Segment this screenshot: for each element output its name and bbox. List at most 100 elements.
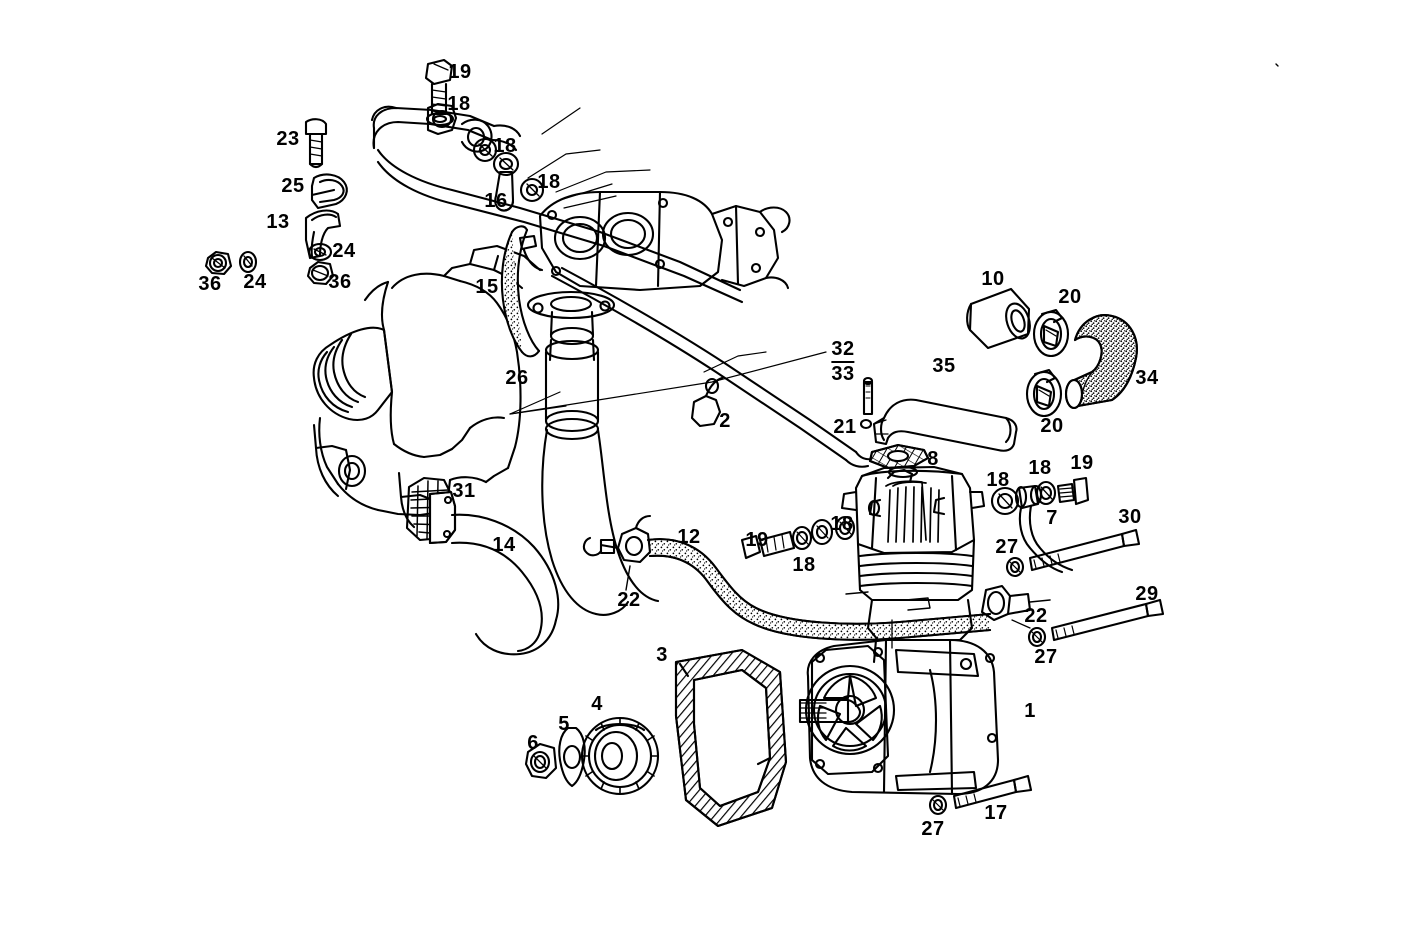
washer-18-a xyxy=(425,111,455,127)
washer-24-small xyxy=(307,242,333,262)
callout-label-26: 26 xyxy=(505,367,529,389)
small-parts-left xyxy=(204,118,348,286)
callout-label-22: 22 xyxy=(617,589,641,611)
intake-manifold xyxy=(518,190,791,292)
fitting-16 xyxy=(494,170,515,212)
callout-label-27: 27 xyxy=(921,818,945,840)
callout-label-20: 20 xyxy=(1058,286,1082,308)
bolt-29 xyxy=(1050,598,1165,642)
bolt-30 xyxy=(1028,528,1141,572)
compressor-housing xyxy=(798,619,1000,796)
callout-label-31: 31 xyxy=(452,480,476,502)
washer-18-b xyxy=(472,137,498,163)
washer-27-c xyxy=(928,794,948,816)
washer-27-b xyxy=(1027,626,1047,648)
callout-label-2: 2 xyxy=(719,410,731,432)
nut-36-right xyxy=(306,260,335,286)
callout-label-5: 5 xyxy=(558,713,570,735)
fitting-22-right xyxy=(980,584,1051,629)
washer-18-j xyxy=(834,515,856,541)
engine-block-illustration xyxy=(312,244,542,545)
callout-label-18: 18 xyxy=(537,171,561,193)
callout-label-27: 27 xyxy=(1034,646,1058,668)
clamp-20-top xyxy=(1032,308,1070,358)
washer-18-e xyxy=(990,486,1020,516)
callout-label-13: 13 xyxy=(266,211,290,233)
bottom-fasteners xyxy=(928,774,1033,816)
callout-label-30: 30 xyxy=(1118,506,1142,528)
tube-assembly-top xyxy=(370,102,874,468)
callout-denominator: 33 xyxy=(831,363,855,385)
callout-label-27: 27 xyxy=(995,536,1019,558)
callout-label-21: 21 xyxy=(833,416,857,438)
callout-label-35: 35 xyxy=(932,355,956,377)
callout-numerator: 32 xyxy=(831,339,855,363)
washer-24-left xyxy=(238,250,258,274)
elbow-hose-34 xyxy=(1064,314,1138,410)
callout-label-18: 18 xyxy=(447,93,471,115)
callout-label-18: 18 xyxy=(830,513,854,535)
washer-5 xyxy=(558,726,586,788)
gasket-3 xyxy=(674,648,788,828)
callout-label-14: 14 xyxy=(492,534,516,556)
nut-36-left xyxy=(204,250,233,276)
callout-label-29: 29 xyxy=(1135,583,1159,605)
callout-label-8: 8 xyxy=(927,448,939,470)
callout-label-22: 22 xyxy=(1024,605,1048,627)
callout-label-25: 25 xyxy=(281,175,305,197)
bolt-19-mid xyxy=(740,530,796,560)
callout-label-7: 7 xyxy=(1046,507,1058,529)
pin-21 xyxy=(859,418,873,430)
bolt-17 xyxy=(952,774,1033,810)
washer-18-d xyxy=(519,177,545,203)
callout-label-3: 3 xyxy=(656,644,668,666)
callout-label-18: 18 xyxy=(986,469,1010,491)
callout-label-36: 36 xyxy=(198,273,222,295)
callout-label-16: 16 xyxy=(484,190,508,212)
washer-18-c xyxy=(492,151,520,177)
bolt-19-right xyxy=(1056,476,1090,506)
callout-label-18: 18 xyxy=(1028,457,1052,479)
compressor-head xyxy=(840,443,986,664)
callout-label-17: 17 xyxy=(984,802,1008,824)
gear-4 xyxy=(580,716,660,796)
misc-detail-lines xyxy=(845,63,1279,611)
callout-label-20: 20 xyxy=(1040,415,1064,437)
callout-label-1: 1 xyxy=(1024,700,1036,722)
washer-18-h xyxy=(791,525,813,551)
callout-label-4: 4 xyxy=(591,693,603,715)
callout-label-10: 10 xyxy=(981,268,1005,290)
callout-label-24: 24 xyxy=(332,240,356,262)
hose-14 xyxy=(450,513,560,656)
callout-label-19: 19 xyxy=(448,61,472,83)
top-fasteners xyxy=(424,58,545,212)
callout-label-12: 12 xyxy=(677,526,701,548)
pipe-35 xyxy=(872,398,1018,452)
mid-fasteners xyxy=(740,515,856,560)
washer-18-i xyxy=(810,518,834,546)
callout-label-23: 23 xyxy=(276,128,300,150)
right-fasteners xyxy=(980,476,1165,648)
hose-12 xyxy=(582,514,992,641)
right-hose-parts xyxy=(859,287,1138,452)
callout-label-19: 19 xyxy=(745,529,769,551)
nut-6 xyxy=(524,742,558,780)
pin-32-33 xyxy=(862,376,874,416)
callout-label-19: 19 xyxy=(1070,452,1094,474)
callout-label-36: 36 xyxy=(328,271,352,293)
callout-label-24: 24 xyxy=(243,271,267,293)
bolt-23 xyxy=(304,118,328,169)
washer-27-a xyxy=(1005,556,1025,578)
washer-18-g xyxy=(1035,480,1057,506)
clip-25 xyxy=(310,173,348,210)
clamp-20-bottom xyxy=(1025,368,1063,418)
callout-label-18: 18 xyxy=(493,135,517,157)
callout-label-6: 6 xyxy=(527,732,539,754)
callout-label-18: 18 xyxy=(792,554,816,576)
sleeve-10 xyxy=(966,287,1031,350)
callout-label-15: 15 xyxy=(475,276,499,298)
callout-label-34: 34 xyxy=(1135,367,1159,389)
